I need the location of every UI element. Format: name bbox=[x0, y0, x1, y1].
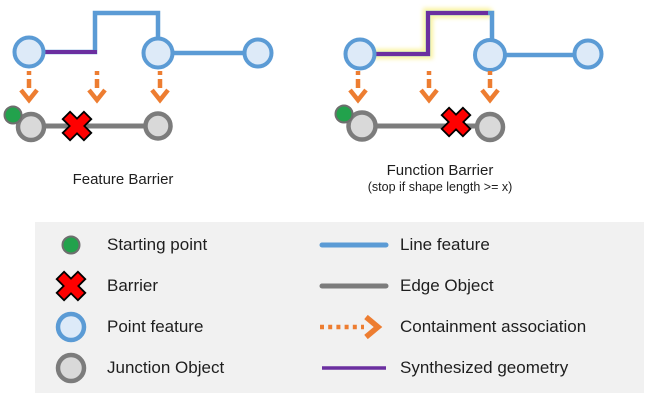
containment-arrow-icon bbox=[421, 71, 437, 100]
starting-point-icon bbox=[53, 227, 89, 263]
barrier-diagrams-canvas: Feature Barrier Function Barrier (stop i… bbox=[3, 8, 604, 194]
containment-arrow-icon bbox=[89, 71, 105, 100]
legend-panel: Starting point Line feature Barrier Edge… bbox=[35, 222, 644, 393]
legend-label: Edge Object bbox=[400, 276, 494, 295]
point-feature-node bbox=[473, 38, 507, 72]
point-feature-node bbox=[242, 37, 274, 69]
legend-label: Containment association bbox=[400, 317, 587, 336]
junction-object-node bbox=[474, 111, 506, 143]
point-feature-node bbox=[141, 36, 175, 70]
point-feature-node bbox=[12, 35, 46, 69]
feature-barrier-diagram: Feature Barrier bbox=[3, 10, 274, 188]
junction-object-icon bbox=[53, 350, 89, 386]
legend-label: Line feature bbox=[400, 235, 490, 254]
function-barrier-diagram: Function Barrier (stop if shape length >… bbox=[334, 8, 604, 194]
junction-object-node bbox=[143, 111, 173, 141]
legend-label: Starting point bbox=[107, 235, 208, 254]
point-feature-icon bbox=[53, 309, 89, 345]
synthesized-glow bbox=[371, 8, 493, 59]
containment-arrow-icon bbox=[350, 71, 366, 100]
containment-arrow-icon bbox=[21, 71, 37, 100]
edge-object-icon bbox=[318, 270, 390, 302]
point-feature-node bbox=[343, 37, 377, 71]
containment-association-icon bbox=[318, 311, 390, 343]
point-feature-node bbox=[572, 38, 604, 70]
synthesized-geometry-path bbox=[376, 11, 488, 56]
barrier-x-icon bbox=[433, 99, 479, 145]
starting-point-dot bbox=[3, 105, 23, 125]
containment-arrow-icon bbox=[482, 71, 498, 100]
legend-label: Point feature bbox=[107, 317, 204, 336]
diagram-title: Feature Barrier bbox=[73, 171, 174, 188]
diagram-subtitle: (stop if shape length >= x) bbox=[368, 180, 513, 194]
line-feature-icon bbox=[318, 229, 390, 261]
junction-object-node bbox=[346, 110, 378, 142]
diagram-title: Function Barrier bbox=[387, 162, 494, 179]
junction-object-node bbox=[15, 111, 47, 143]
starting-point-dot bbox=[334, 104, 354, 124]
legend-label: Synthesized geometry bbox=[400, 358, 569, 377]
synthesized-geometry-icon bbox=[318, 352, 390, 384]
containment-arrow-icon bbox=[152, 71, 168, 100]
legend-label: Junction Object bbox=[107, 358, 225, 377]
legend-label: Barrier bbox=[107, 276, 159, 295]
barrier-icon bbox=[53, 268, 89, 304]
